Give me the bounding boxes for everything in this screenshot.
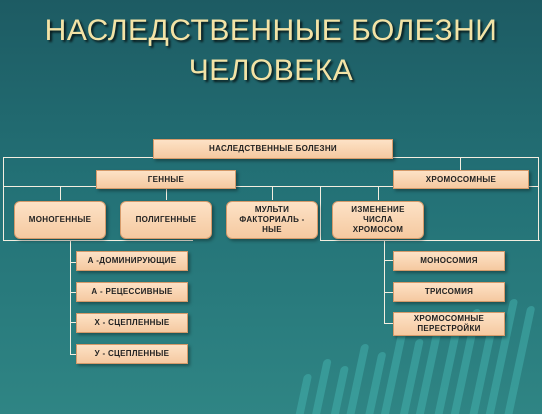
autosomal-recessive-box: А - РЕЦЕССИВНЫЕ [76, 282, 188, 302]
multifactorial-box: МУЛЬТИ ФАКТОРИАЛЬ - НЫЕ [226, 201, 318, 239]
trisomy-box: ТРИСОМИЯ [393, 282, 505, 302]
autosomal-dominant-box: А -ДОМИНИРУЮЩИЕ [76, 251, 188, 271]
monosomy-box: МОНОСОМИЯ [393, 251, 505, 271]
genetic-box: ГЕННЫЕ [96, 170, 236, 189]
root-box: НАСЛЕДСТВЕННЫЕ БОЛЕЗНИ [153, 139, 393, 159]
y-linked-box: У - СЦЕПЛЕННЫЕ [76, 344, 188, 364]
monogenic-box: МОНОГЕННЫЕ [14, 201, 106, 239]
polygenic-box: ПОЛИГЕННЫЕ [120, 201, 212, 239]
x-linked-box: Х - СЦЕПЛЕННЫЕ [76, 313, 188, 333]
title-line-1: НАСЛЕДСТВЕННЫЕ БОЛЕЗНИ [44, 14, 498, 47]
number-change-box: ИЗМЕНЕНИЕ ЧИСЛА ХРОМОСОМ [332, 201, 424, 239]
rearrangements-box: ХРОМОСОМНЫЕ ПЕРЕСТРОЙКИ [393, 312, 505, 336]
title-line-2: ЧЕЛОВЕКА [188, 54, 354, 87]
chromosomal-box: ХРОМОСОМНЫЕ [393, 170, 529, 189]
